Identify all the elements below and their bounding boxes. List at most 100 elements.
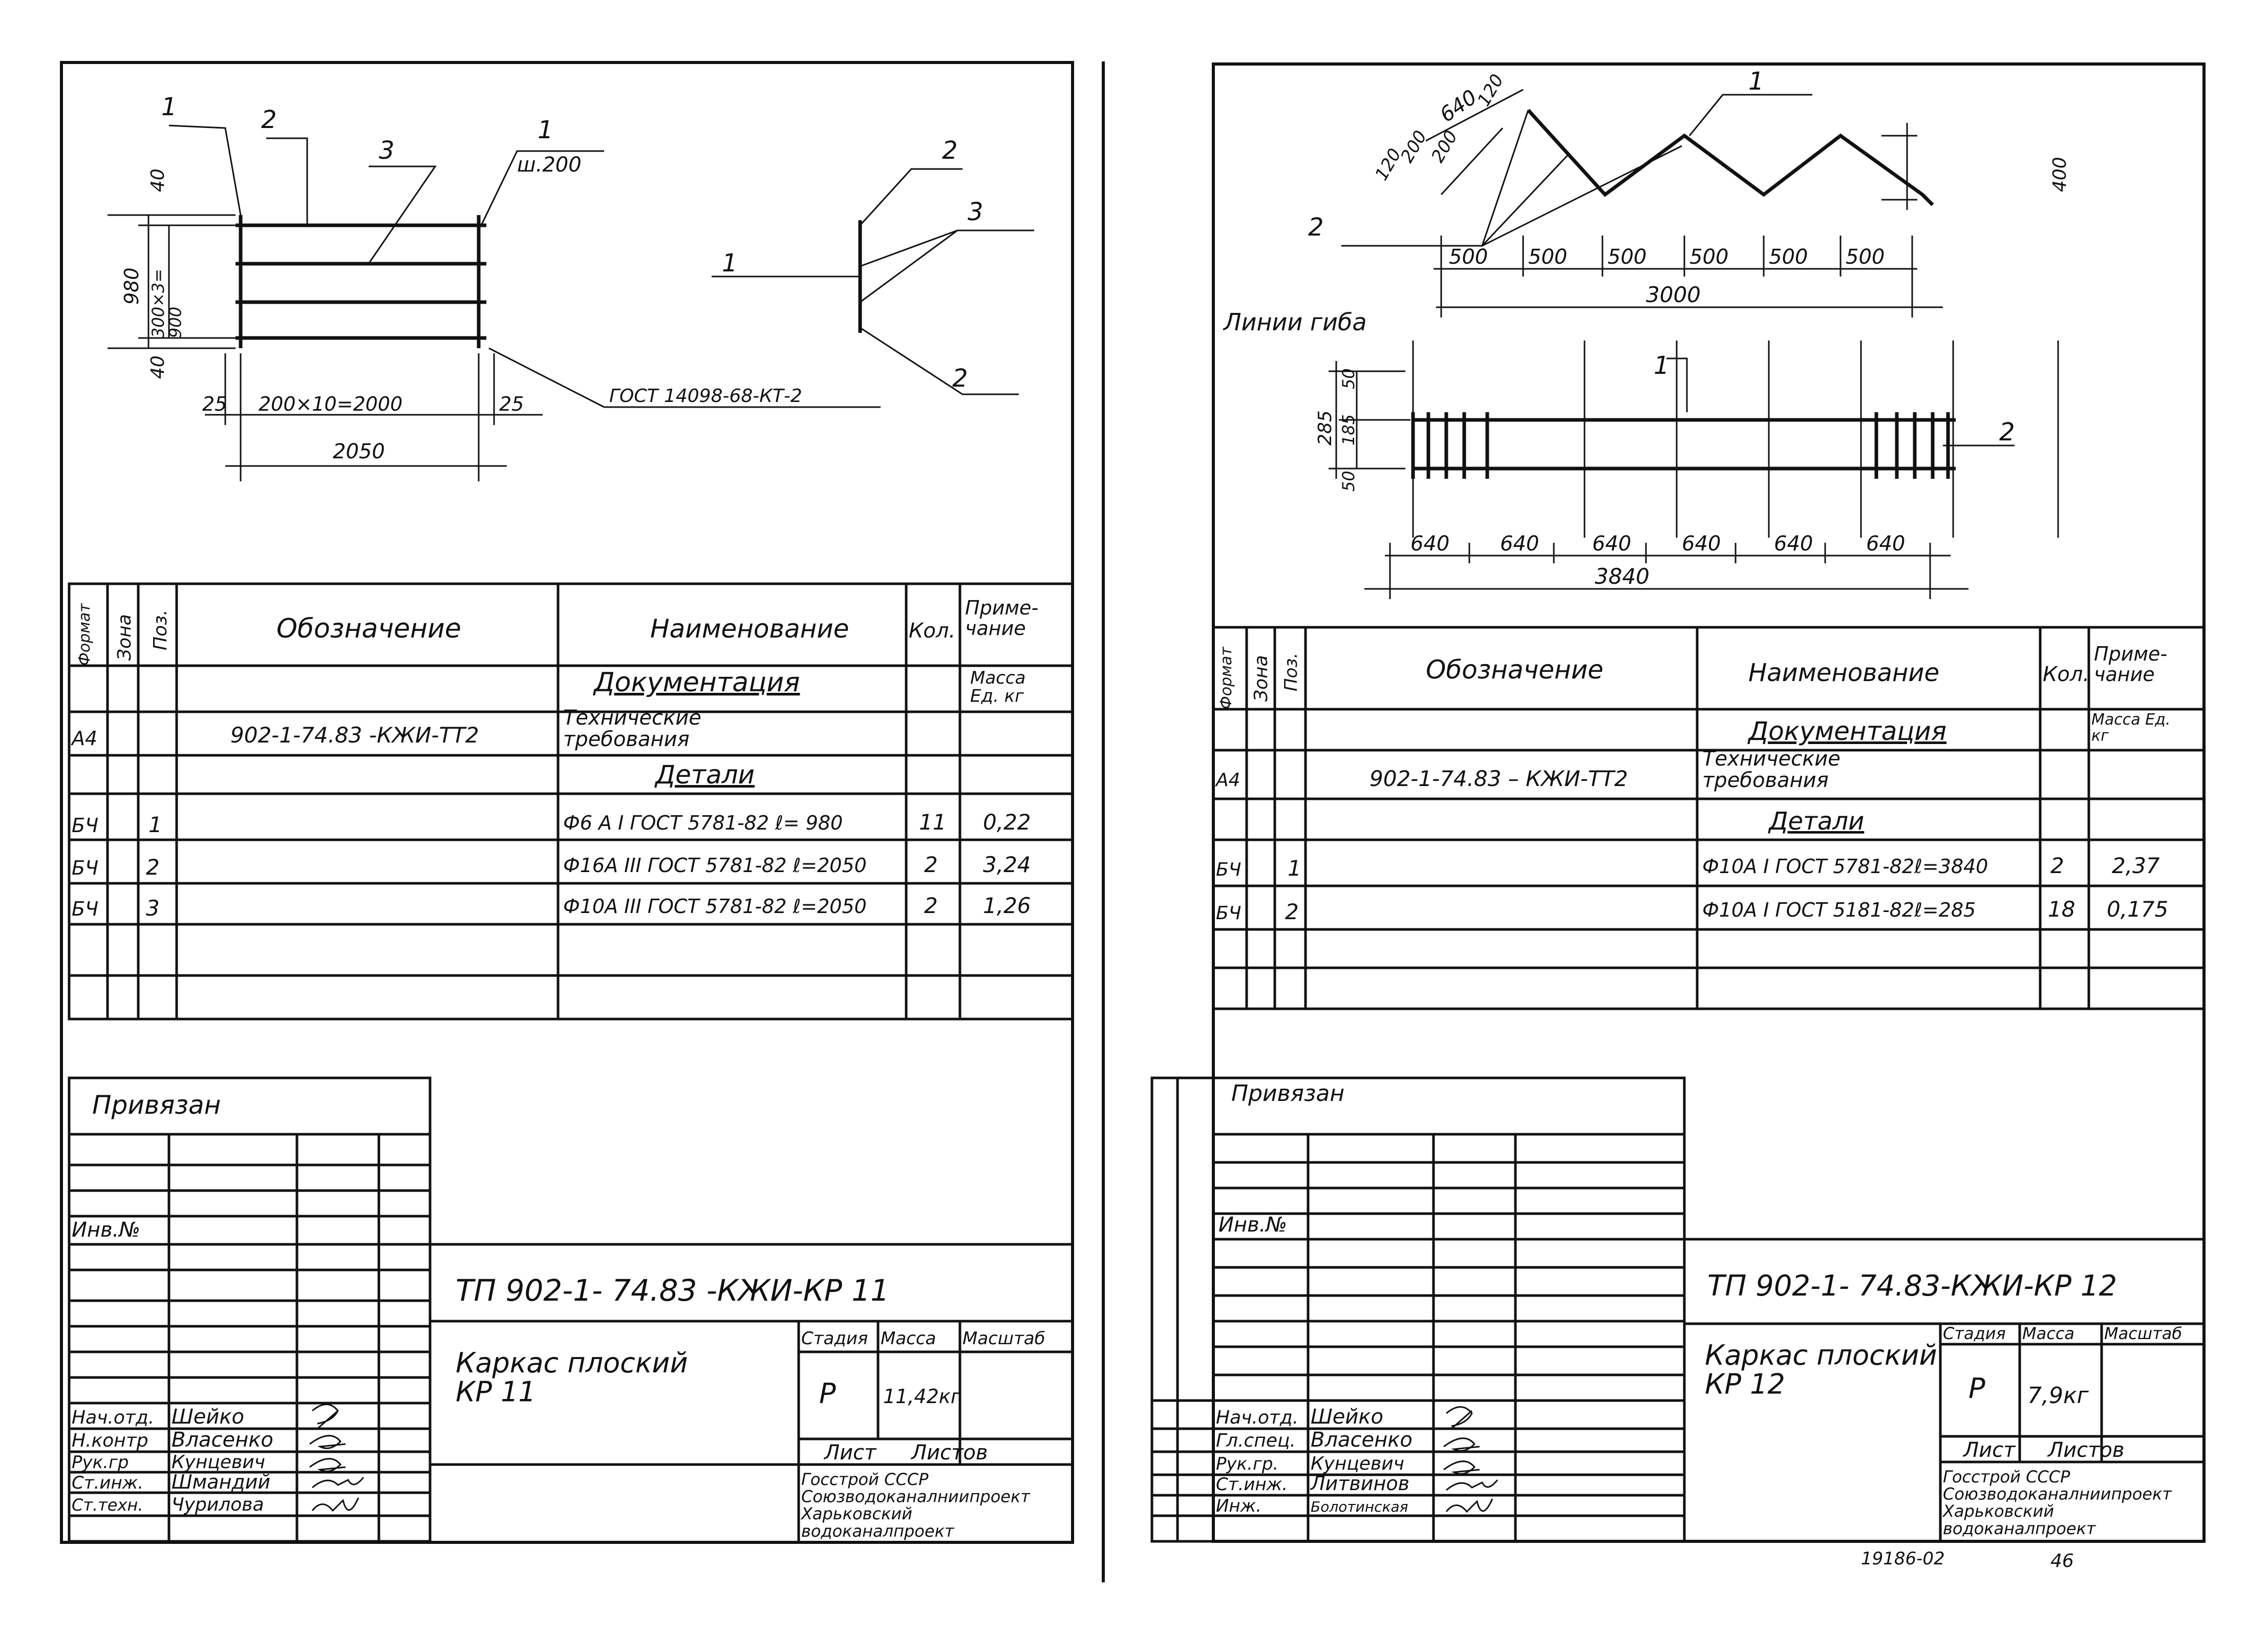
bound-label: Привязан bbox=[92, 1090, 221, 1120]
callout-1b: 1 bbox=[538, 116, 553, 144]
th-zone: Зона bbox=[114, 614, 135, 661]
row-tt-format: А4 bbox=[1215, 770, 1240, 791]
dim-side-mid: 185 bbox=[1339, 414, 1358, 446]
bound-label: Привязан bbox=[1231, 1080, 1344, 1107]
signer-role-2: Гл.спец. bbox=[1216, 1430, 1296, 1451]
weld-ref: ГОСТ 14098-68-КТ-2 bbox=[609, 386, 802, 407]
th-pos: Поз. bbox=[1281, 653, 1301, 691]
signer-name-3: Кунцевич bbox=[172, 1452, 265, 1473]
callout-2: 2 bbox=[261, 105, 277, 134]
row1-qty: 11 bbox=[919, 810, 946, 835]
row1-format: БЧ bbox=[1216, 859, 1241, 880]
row1-pos: 1 bbox=[1288, 856, 1301, 881]
row1-name: Ф6 А I ГОСТ 5781-82 ℓ= 980 bbox=[563, 812, 843, 834]
callout-plan: 1 bbox=[1654, 351, 1670, 380]
row3-name: Ф10А III ГОСТ 5781-82 ℓ=2050 bbox=[563, 895, 867, 918]
row-doc-name: Документация bbox=[1747, 716, 1946, 746]
archive-no: 19186-02 bbox=[1861, 1549, 1945, 1569]
dim-plan-3: 640 bbox=[1592, 532, 1631, 556]
right-sheet-drawing: 1 2 640 120 120 200 200 400 500 500 500 … bbox=[1150, 62, 2206, 1572]
dim-total-top: 3000 bbox=[1646, 282, 1701, 307]
callout-3: 3 bbox=[379, 136, 395, 165]
row2-note: 0,175 bbox=[2107, 897, 2168, 922]
section-label-2b: 2 bbox=[952, 364, 968, 393]
th-note: Приме-чание bbox=[2094, 643, 2167, 686]
signer-name-1: Шейко bbox=[172, 1405, 244, 1429]
row2-pos: 2 bbox=[1285, 899, 1299, 924]
row1-format: БЧ bbox=[72, 814, 98, 837]
row-tt-designation: 902-1-74.83 -КЖИ-ТТ2 bbox=[230, 723, 479, 748]
dim-edge-right: 25 bbox=[499, 393, 524, 415]
dim-plan-2: 640 bbox=[1500, 532, 1539, 556]
dim-slant-640: 640 bbox=[1436, 86, 1481, 127]
doc-code: ТП 902-1- 74.83-КЖИ-КР 12 bbox=[1707, 1269, 2117, 1303]
signer-name-2: Власенко bbox=[1311, 1428, 1413, 1452]
row2-name: Ф16А III ГОСТ 5781-82 ℓ=2050 bbox=[563, 854, 867, 877]
row3-note: 1,26 bbox=[983, 893, 1031, 918]
stage-value: Р bbox=[819, 1377, 836, 1410]
right-sheet: 1 2 640 120 120 200 200 400 500 500 500 … bbox=[1134, 0, 2268, 1633]
title-block bbox=[1150, 1076, 2204, 1543]
th-format: Формат bbox=[1217, 646, 1235, 709]
signer-name-2: Власенко bbox=[172, 1428, 273, 1452]
signer-role-4: Ст.инж. bbox=[72, 1473, 143, 1493]
callout-1a: 1 bbox=[161, 93, 177, 121]
dim-plan-total: 3840 bbox=[1595, 564, 1650, 589]
row2-name: Ф10А I ГОСТ 5181-82ℓ=285 bbox=[1702, 899, 1976, 921]
signer-role-5: Инж. bbox=[1216, 1496, 1261, 1516]
row1-note: 2,37 bbox=[2112, 853, 2160, 878]
spec-table bbox=[1212, 626, 2206, 1010]
dim-side-outer: 285 bbox=[1315, 410, 1336, 446]
row2-qty: 18 bbox=[2048, 897, 2075, 922]
leader-1 bbox=[168, 124, 242, 216]
signer-role-2: Н.контр bbox=[72, 1430, 148, 1451]
sheet-label: Лист bbox=[823, 1441, 877, 1465]
dim-edge-left: 25 bbox=[202, 393, 227, 415]
row3-qty: 2 bbox=[924, 893, 938, 918]
dim-plan-4: 640 bbox=[1682, 532, 1721, 556]
scale-label: Масштаб bbox=[2104, 1324, 2182, 1343]
stage-value: Р bbox=[1969, 1372, 1985, 1405]
inv-label: Инв.№ bbox=[72, 1218, 140, 1242]
signer-name-1: Шейко bbox=[1311, 1405, 1383, 1429]
row2-qty: 2 bbox=[924, 852, 938, 877]
th-pos: Поз. bbox=[150, 609, 171, 650]
zigzag-elevation bbox=[1527, 109, 1934, 206]
sheets-label: Листов bbox=[910, 1441, 988, 1465]
dim-left-inner: 300×3=900 bbox=[148, 269, 185, 338]
th-designation: Обозначение bbox=[1426, 655, 1603, 685]
inv-label: Инв.№ bbox=[1218, 1213, 1287, 1237]
plan-bars bbox=[1411, 412, 1956, 479]
mass-label: Масса bbox=[2022, 1324, 2074, 1343]
row2-format: БЧ bbox=[1216, 903, 1241, 924]
mesh-plan bbox=[236, 215, 486, 348]
th-qty: Кол. bbox=[2043, 663, 2089, 686]
row2-pos: 2 bbox=[146, 855, 160, 880]
pitch-label: ш.200 bbox=[517, 153, 582, 177]
th-name: Наименование bbox=[1748, 659, 1939, 687]
dim-seg-1: 500 bbox=[1449, 245, 1488, 269]
stage-label: Стадия bbox=[1943, 1324, 2006, 1343]
dim-seg-4: 500 bbox=[1689, 245, 1728, 269]
title-block bbox=[68, 1076, 1073, 1543]
page-no: 46 bbox=[2050, 1551, 2074, 1572]
signer-name-3: Кунцевич bbox=[1311, 1453, 1404, 1474]
section-label-3: 3 bbox=[968, 198, 983, 226]
dim-seg-6: 500 bbox=[1846, 245, 1885, 269]
row1-note: 0,22 bbox=[983, 810, 1031, 835]
dim-plan-6: 640 bbox=[1866, 532, 1905, 556]
th-zone: Зона bbox=[1251, 655, 1272, 702]
sheet-frame bbox=[1212, 62, 2206, 1543]
section-label-1: 1 bbox=[722, 249, 738, 278]
row-tt-format: А4 bbox=[70, 727, 97, 750]
dim-bottom: 40 bbox=[147, 355, 168, 379]
stage-label: Стадия bbox=[801, 1328, 868, 1349]
section-label-2a: 2 bbox=[942, 136, 958, 165]
row2-format: БЧ bbox=[72, 857, 98, 879]
signatures bbox=[1443, 1406, 1499, 1513]
sheets-label: Листов bbox=[2047, 1438, 2124, 1462]
signatures bbox=[309, 1404, 365, 1512]
dim-side-top: 50 bbox=[1339, 368, 1358, 389]
